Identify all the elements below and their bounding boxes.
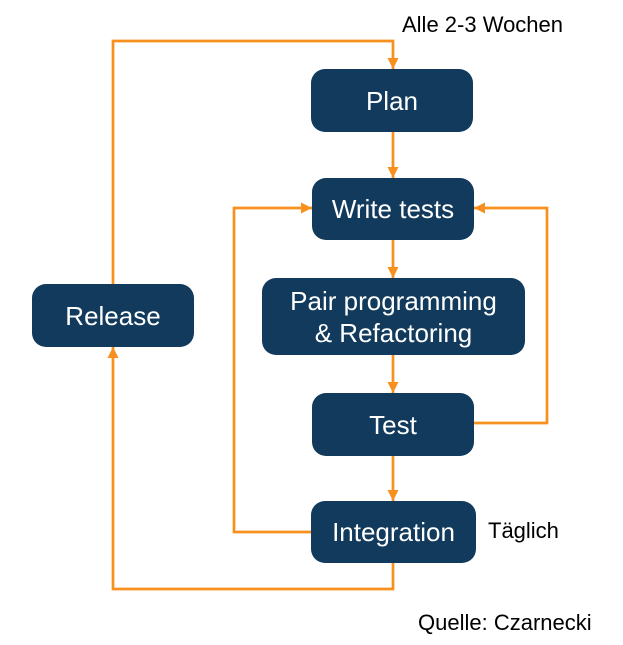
node-test: Test: [312, 393, 474, 456]
edge-integration-to-write-tests: [232, 202, 312, 534]
node-write-tests-label: Write tests: [331, 194, 455, 224]
source-credit-label: Quelle: Czarnecki: [418, 610, 592, 635]
node-release-label: Release: [65, 300, 161, 331]
node-pair-programming-label-line2: & Refactoring: [314, 317, 473, 348]
daily-label: Täglich: [488, 518, 559, 543]
node-plan-label: Plan: [365, 85, 419, 116]
cycle-duration-label: Alle 2-3 Wochen: [402, 12, 564, 37]
node-plan: Plan: [311, 69, 473, 132]
node-write-tests: Write tests: [312, 178, 474, 240]
edge-test-to-write-tests: [474, 202, 549, 425]
node-pair-programming-label-line1: Pair programming: [290, 285, 497, 316]
edge-integration-to-release: [107, 347, 395, 591]
node-integration-label: Integration: [332, 517, 455, 547]
node-integration: Integration: [311, 501, 476, 563]
node-test-label: Test: [369, 409, 417, 440]
node-pair-programming: Pair programming & Refactoring: [262, 278, 525, 355]
edge-release-to-plan: [111, 39, 399, 284]
node-release: Release: [32, 284, 194, 347]
